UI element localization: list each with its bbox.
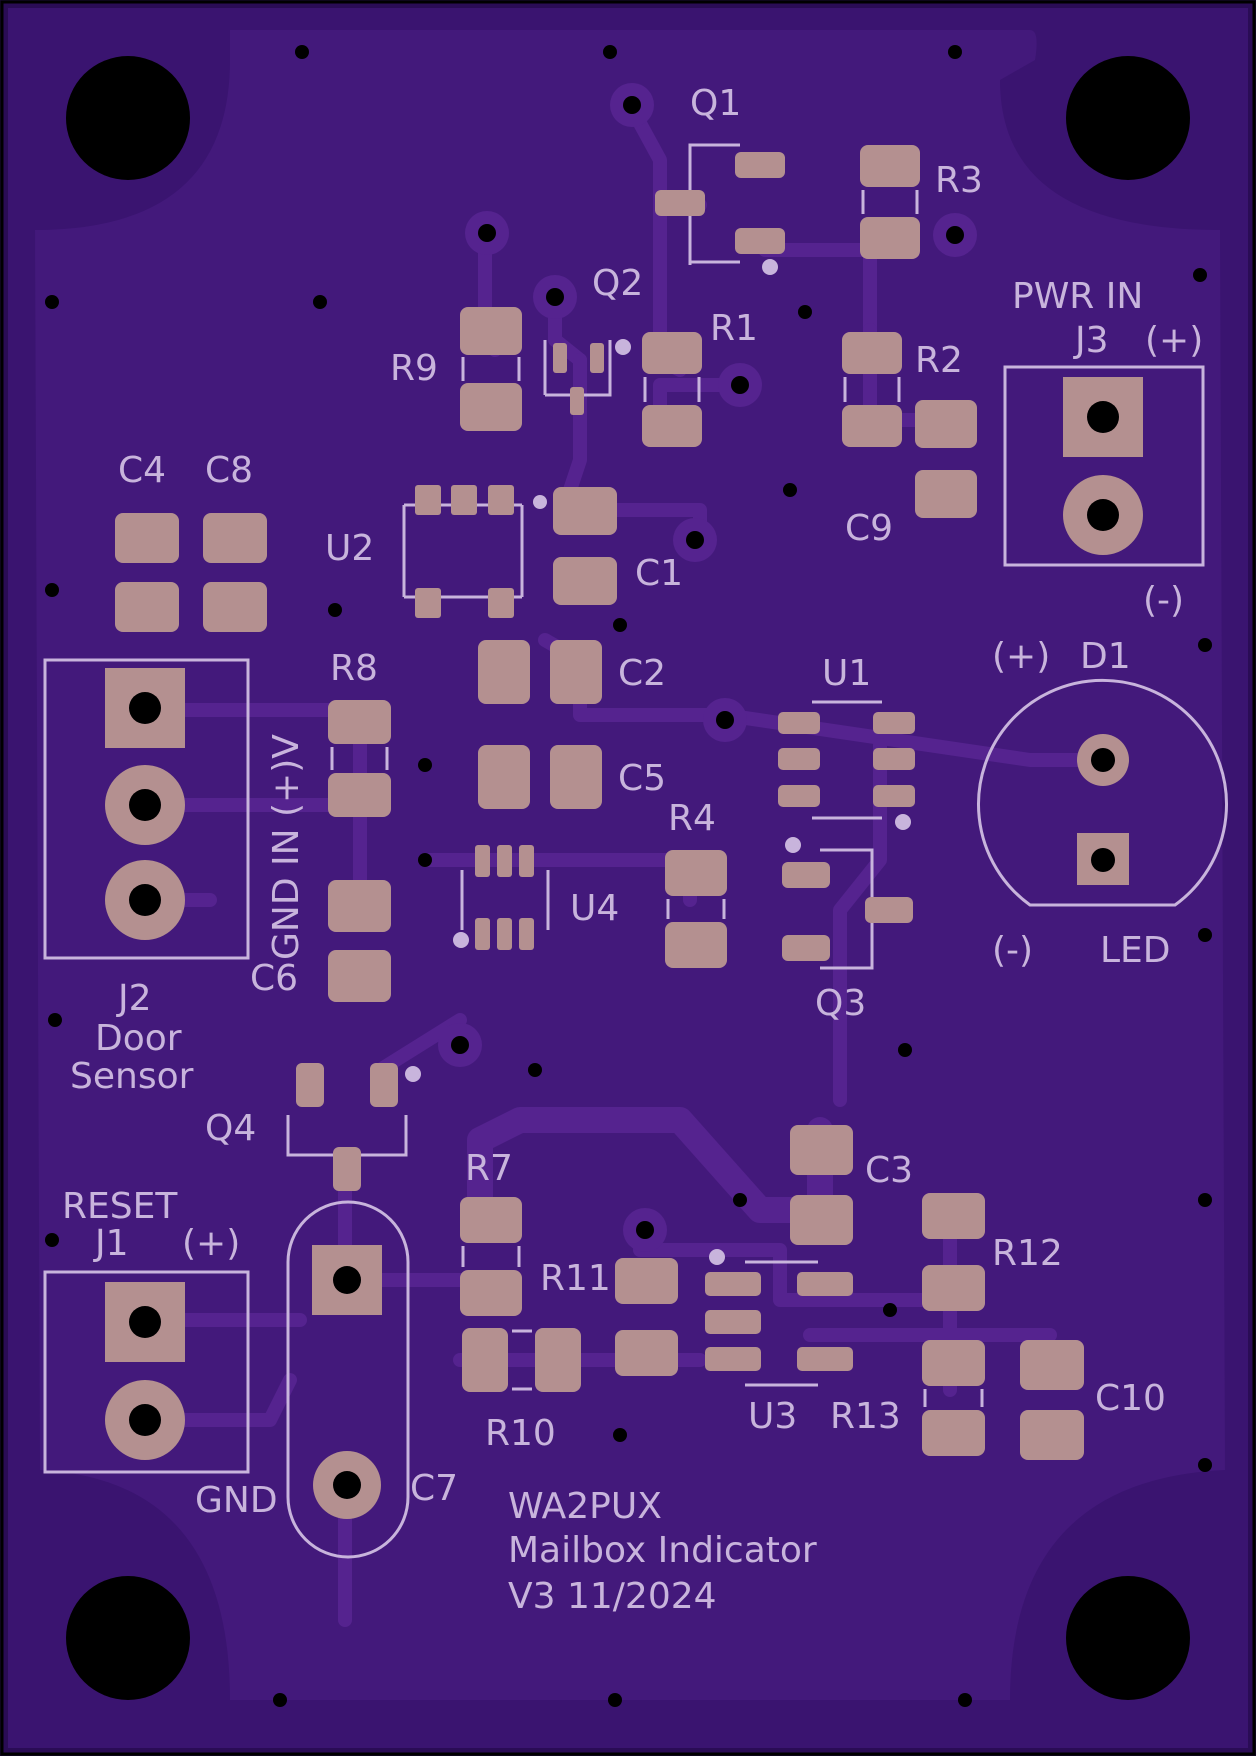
label-c10: C10: [1095, 1378, 1166, 1419]
label-c6: C6: [250, 958, 298, 999]
label-j3-plus: (+): [1145, 320, 1203, 361]
label-r2: R2: [915, 340, 963, 381]
label-reset: RESET: [62, 1186, 178, 1227]
board-title-line3: V3 11/2024: [508, 1576, 717, 1617]
label-u2: U2: [325, 528, 374, 569]
label-c3: C3: [865, 1150, 913, 1191]
d1-led: [977, 678, 1228, 907]
j3-connector: [1003, 365, 1205, 567]
u1-footprint: [778, 700, 915, 830]
label-q1: Q1: [690, 83, 741, 124]
q3-footprint: [782, 837, 913, 970]
c1-footprint: [553, 487, 617, 605]
label-u4: U4: [570, 888, 619, 929]
mounting-hole-bl: [66, 1576, 190, 1700]
label-r3: R3: [935, 160, 983, 201]
label-sensor: Sensor: [70, 1056, 194, 1097]
u2-footprint: [402, 485, 547, 618]
label-c8: C8: [205, 450, 253, 491]
j2-connector: [43, 658, 250, 960]
label-d1: D1: [1080, 636, 1131, 677]
q4-footprint: [286, 1063, 421, 1191]
board-title-line2: Mailbox Indicator: [508, 1530, 817, 1571]
label-r12: R12: [992, 1233, 1063, 1274]
silkscreen-labels: Q1 R3 Q2 R1 R2 R9 C9 C4 C8 U2 C1 R8 C2 U…: [62, 83, 1203, 1617]
c7-footprint: [286, 1200, 410, 1559]
label-j3-minus: (-): [1143, 580, 1184, 621]
label-u3: U3: [748, 1396, 797, 1437]
c6-footprint: [328, 880, 391, 1002]
mounting-hole-tl: [66, 56, 190, 180]
r9-footprint: [460, 307, 522, 431]
label-c5: C5: [618, 758, 666, 799]
label-j1-plus: (+): [182, 1223, 240, 1264]
r1-footprint: [642, 332, 702, 447]
label-c7: C7: [410, 1468, 458, 1509]
c4-footprint: [115, 513, 179, 632]
label-j1-gnd: GND: [195, 1480, 278, 1521]
label-c2: C2: [618, 653, 666, 694]
c3-footprint: [790, 1125, 853, 1245]
label-r4: R4: [668, 798, 716, 839]
label-door: Door: [95, 1018, 182, 1059]
mounting-hole-tr: [1066, 56, 1190, 180]
q2-footprint: [543, 339, 631, 415]
j1-connector: [43, 1270, 250, 1474]
label-q2: Q2: [592, 263, 643, 304]
u3-footprint: [705, 1249, 853, 1387]
label-c9: C9: [845, 508, 893, 549]
r7-footprint: [460, 1197, 522, 1316]
label-j3: J3: [1073, 320, 1109, 361]
label-c1: C1: [635, 553, 683, 594]
r3-footprint: [860, 145, 920, 259]
label-pwr-in: PWR IN: [1012, 276, 1143, 317]
label-r7: R7: [465, 1148, 513, 1189]
label-d1-plus: (+): [992, 636, 1050, 677]
label-u1: U1: [822, 653, 871, 694]
r8-footprint: [328, 700, 391, 817]
label-j2: J2: [116, 978, 152, 1019]
label-q4: Q4: [205, 1108, 256, 1149]
c5-footprint: [478, 745, 602, 809]
q1-footprint: [655, 143, 785, 275]
vias: [45, 45, 1212, 1707]
label-j2-vin: GND IN (+)V: [266, 734, 307, 960]
label-r13: R13: [830, 1396, 901, 1437]
label-q3: Q3: [815, 983, 866, 1024]
r12-footprint: [922, 1193, 985, 1311]
c10-footprint: [1020, 1340, 1084, 1460]
r4-footprint: [665, 850, 727, 968]
c8-footprint: [203, 513, 267, 632]
label-r11: R11: [540, 1258, 611, 1299]
r10-footprint: [462, 1328, 581, 1392]
r2-footprint: [842, 332, 902, 447]
label-r8: R8: [330, 648, 378, 689]
label-led: LED: [1100, 930, 1171, 971]
label-r1: R1: [710, 308, 758, 349]
r13-footprint: [922, 1340, 985, 1456]
r11-footprint: [615, 1258, 678, 1376]
board-title-line1: WA2PUX: [508, 1486, 662, 1527]
label-d1-minus: (-): [992, 930, 1033, 971]
label-j1: J1: [93, 1223, 129, 1264]
label-c4: C4: [118, 450, 166, 491]
c2-footprint: [478, 640, 602, 704]
u4-footprint: [453, 845, 550, 950]
label-r9: R9: [390, 348, 438, 389]
label-r10: R10: [485, 1413, 556, 1454]
mounting-hole-br: [1066, 1576, 1190, 1700]
c9-footprint: [915, 400, 977, 518]
